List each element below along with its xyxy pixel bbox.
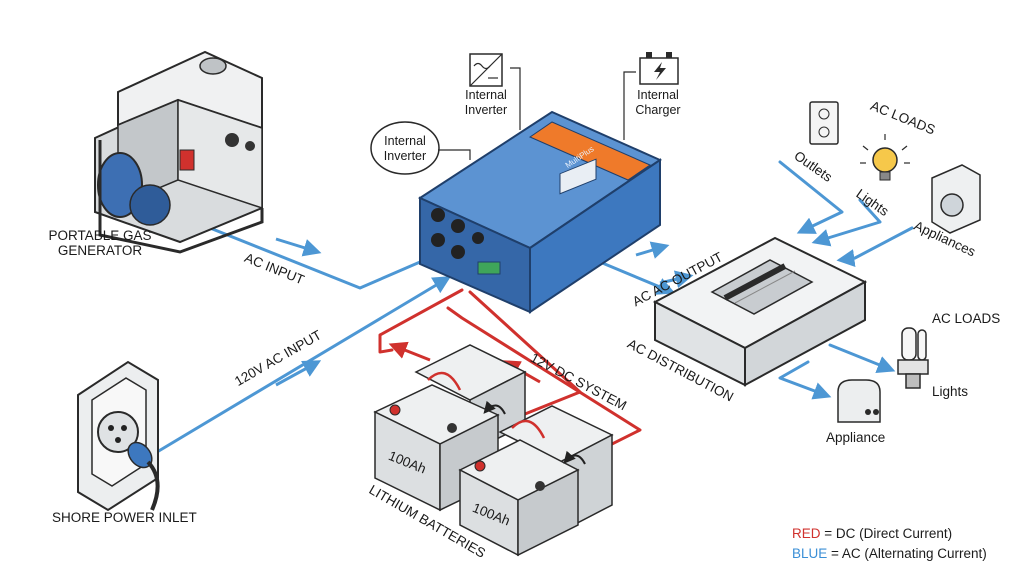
- ac-loads-right-label: AC LOADS: [932, 311, 1001, 326]
- generator-switch-icon: [179, 149, 195, 171]
- lightbulb-icon: [860, 134, 910, 181]
- terminal-block-icon: [477, 261, 501, 275]
- battery-jumper-black: [483, 400, 586, 465]
- internal-inverter-circle-line2: Inverter: [383, 149, 427, 163]
- ac-input-flow-arrow: [275, 237, 322, 257]
- internal-inverter-top-line2: Inverter: [464, 103, 508, 117]
- shore-power-inlet: [77, 360, 160, 512]
- portable-generator: [94, 50, 264, 254]
- generator-label-line2: GENERATOR: [57, 243, 143, 258]
- lithium-batteries: [373, 344, 614, 557]
- dc-feed-wire: [468, 290, 582, 422]
- ac-flow-arrows: [275, 237, 694, 387]
- generator-ac-wire: [208, 226, 422, 290]
- internal-charger-line1: Internal: [637, 88, 679, 102]
- internal-inverter-icon: [469, 53, 521, 130]
- generator-label-line1: PORTABLE GAS: [48, 228, 152, 243]
- legend-ac-text: = AC (Alternating Current): [827, 546, 987, 561]
- battery-jumper-red: [427, 371, 546, 439]
- internal-charger-line2: Charger: [635, 103, 681, 117]
- legend-ac-key: BLUE: [792, 546, 828, 561]
- lights-right-label: Lights: [932, 384, 969, 399]
- dc-positive-wire: [378, 288, 464, 354]
- shore-input-flow-arrow: [275, 360, 322, 387]
- dc-flow-arrow-1: [388, 341, 431, 362]
- appliances-wire: [836, 226, 914, 268]
- battery-front-right: [458, 439, 580, 557]
- lights-top-wire: [811, 198, 882, 247]
- appliance-label: Appliance: [826, 430, 886, 445]
- internal-inverter-circle-label: Internal Inverter: [375, 134, 435, 164]
- shore-ac-wire: [150, 276, 452, 457]
- inverter-display-icon: [559, 158, 597, 195]
- ac-distribution-panel: [652, 236, 868, 387]
- ac-output-flow-arrow: [635, 241, 670, 259]
- generator-outlet-icon: [225, 133, 239, 147]
- outlets-icon: [809, 101, 839, 145]
- appliance-wire: [778, 360, 832, 400]
- fuel-cap-icon: [199, 57, 227, 75]
- internal-charger-icon: [623, 52, 679, 140]
- internal-inverter-callout: [370, 121, 471, 175]
- internal-inverter-top-label: Internal Inverter: [455, 88, 517, 118]
- lights-right-wire: [828, 343, 896, 373]
- washing-machine-icon: [931, 164, 981, 234]
- internal-inverter-top-line1: Internal: [465, 88, 507, 102]
- cfl-bulb-icon: [897, 327, 929, 389]
- ac-output-flow-arrow-2: [659, 270, 694, 289]
- legend-dc: RED = DC (Direct Current): [792, 526, 952, 541]
- legend-dc-key: RED: [792, 526, 821, 541]
- generator-label: PORTABLE GAS GENERATOR: [40, 228, 160, 258]
- legend-ac: BLUE = AC (Alternating Current): [792, 546, 987, 561]
- shore-power-label: SHORE POWER INLET: [52, 510, 197, 525]
- appliance-icon: [837, 379, 881, 423]
- internal-charger-label: Internal Charger: [628, 88, 688, 118]
- cable-gland-icon: [431, 208, 445, 222]
- outlets-wire: [778, 160, 844, 234]
- inverter-charger-unit: [417, 110, 663, 314]
- internal-inverter-circle-line1: Internal: [384, 134, 426, 148]
- legend-dc-text: = DC (Direct Current): [820, 526, 953, 541]
